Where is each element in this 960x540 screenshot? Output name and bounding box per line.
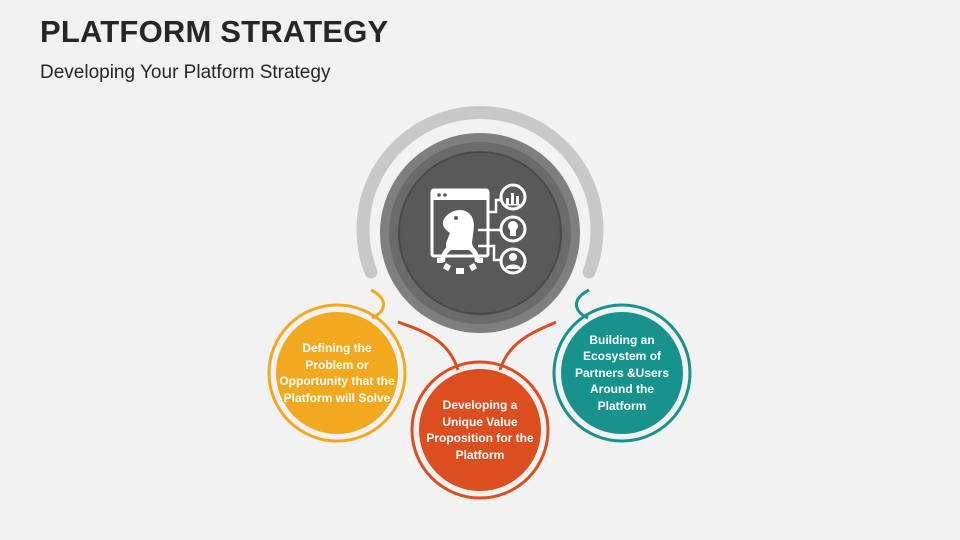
connector-bottom-right: [498, 320, 557, 371]
connector-bottom: [397, 320, 460, 371]
node-3-outline: [552, 303, 692, 443]
node-2-label-text: Developing a Unique Value Proposition fo…: [426, 398, 534, 462]
page-title: PLATFORM STRATEGY: [40, 14, 389, 49]
node-3-label: Building an Ecosystem of Partners &Users…: [568, 320, 676, 426]
node-2-outline: [410, 360, 550, 500]
center-outer-arc: [356, 106, 604, 279]
user-icon: [499, 247, 527, 275]
page-subtitle: Developing Your Platform Strategy: [40, 62, 331, 83]
lightbulb-icon: [499, 215, 527, 243]
bar-chart-icon: [499, 183, 527, 211]
node-1-label-text: Defining the Problem or Opportunity that…: [279, 341, 395, 405]
center-disc: [398, 151, 562, 315]
node-2-label: Developing a Unique Value Proposition fo…: [426, 380, 534, 480]
node-2-disc: [419, 369, 541, 491]
node-3-disc: [561, 312, 683, 434]
strategy-chess-knight-gear-icon: [430, 188, 502, 274]
node-1-outline: [267, 303, 407, 443]
node-3-label-text: Building an Ecosystem of Partners &Users…: [574, 332, 670, 413]
node-1-disc: [276, 312, 398, 434]
node-1-label: Defining the Problem or Opportunity that…: [278, 316, 396, 430]
